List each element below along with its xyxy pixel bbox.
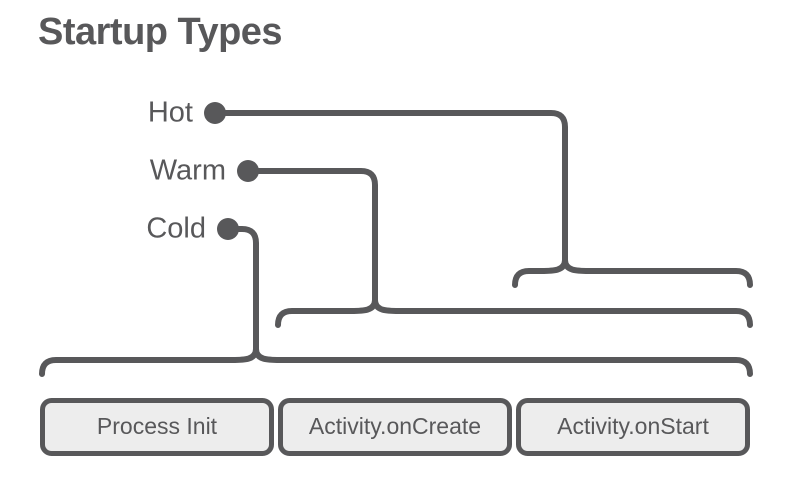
connector-stem-cold bbox=[225, 226, 259, 352]
node-dot-cold[interactable] bbox=[217, 218, 239, 240]
node-dot-warm[interactable] bbox=[237, 160, 259, 182]
connector-layer bbox=[39, 110, 753, 377]
stage-box-frame bbox=[40, 398, 274, 456]
connector-stem-warm bbox=[245, 168, 378, 303]
row-label-hot: Hot bbox=[148, 97, 193, 129]
brace-cold bbox=[39, 346, 753, 377]
stage-box[interactable]: Activity.onStart bbox=[516, 398, 750, 456]
stage-box[interactable]: Activity.onCreate bbox=[278, 398, 512, 456]
stage-box-layer: Process Init Activity.onCreate Activity.on… bbox=[40, 398, 750, 456]
node-dot-layer bbox=[204, 102, 259, 240]
brace-warm bbox=[275, 297, 753, 328]
page-title: Startup Types bbox=[38, 11, 283, 53]
row-label-cold: Cold bbox=[146, 213, 206, 245]
stage-box-label: Activity.onStart bbox=[557, 413, 709, 439]
row-label-warm: Warm bbox=[150, 155, 226, 187]
stage-box-frame bbox=[278, 398, 512, 456]
stage-box-frame bbox=[516, 398, 750, 456]
stage-box-label: Activity.onCreate bbox=[309, 413, 481, 439]
node-dot-hot[interactable] bbox=[204, 102, 226, 124]
connector-stem-hot bbox=[212, 110, 568, 263]
stage-box[interactable]: Process Init bbox=[40, 398, 274, 456]
stage-box-label: Process Init bbox=[97, 413, 218, 439]
brace-hot bbox=[512, 257, 753, 288]
